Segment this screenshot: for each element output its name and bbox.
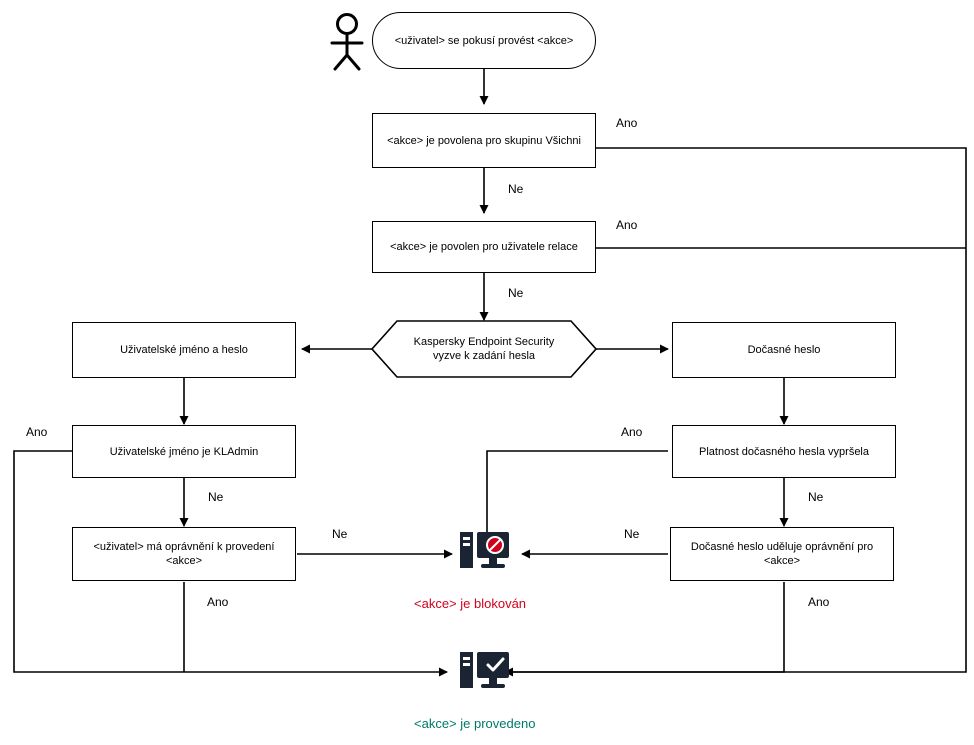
edge-label-yes-allowed-session: Ano — [616, 218, 638, 232]
node-allowed-for-session-user-label: <akce> je povolen pro uživatele relace — [390, 241, 578, 253]
edge-label-no-user-rights: Ne — [332, 527, 348, 541]
monitor-blocked-icon — [455, 528, 515, 580]
node-user-has-permission: <uživatel> má oprávnění k provedení <akc… — [72, 527, 296, 581]
edge-label-no-temp-expired: Ne — [808, 490, 824, 504]
node-password-prompt: Kaspersky Endpoint Security vyzve k zadá… — [371, 320, 597, 378]
caption-action-blocked: <akce> je blokován — [414, 596, 527, 611]
edge-label-yes-kladmin: Ano — [26, 425, 48, 439]
node-username-and-password: Uživatelské jméno a heslo — [72, 322, 296, 378]
node-temporary-password-grants-permission: Dočasné heslo uděluje oprávnění pro <akc… — [670, 527, 894, 581]
node-user-has-permission-label: <uživatel> má oprávnění k provedení <akc… — [93, 541, 275, 567]
node-start-label: <uživatel> se pokusí provést <akce> — [394, 34, 574, 47]
node-password-prompt-label: Kaspersky Endpoint Security vyzve k zadá… — [413, 336, 555, 362]
edge-label-yes-user-rights: Ano — [207, 595, 229, 609]
caption-action-performed: <akce> je provedeno — [414, 716, 536, 731]
node-start: <uživatel> se pokusí provést <akce> — [372, 12, 596, 69]
node-username-is-kladmin: Uživatelské jméno je KLAdmin — [72, 425, 296, 478]
node-temporary-password: Dočasné heslo — [672, 322, 896, 378]
node-username-and-password-label: Uživatelské jméno a heslo — [120, 344, 248, 356]
node-allowed-for-all-group: <akce> je povolena pro skupinu Všichni — [372, 113, 596, 168]
monitor-check-icon — [455, 648, 515, 700]
node-temporary-password-grants-permission-label: Dočasné heslo uděluje oprávnění pro <akc… — [690, 541, 874, 567]
edge-label-no-allowed-all: Ne — [508, 182, 524, 196]
edge-label-yes-temp-expired: Ano — [621, 425, 643, 439]
node-temporary-password-expired-label: Platnost dočasného hesla vypršela — [699, 445, 869, 458]
person-icon — [325, 12, 369, 72]
edge-label-yes-temp-grants: Ano — [808, 595, 830, 609]
edge-label-yes-allowed-all: Ano — [616, 116, 638, 130]
node-temporary-password-expired: Platnost dočasného hesla vypršela — [672, 425, 896, 478]
edge-label-no-temp-grants: Ne — [624, 527, 640, 541]
node-temporary-password-label: Dočasné heslo — [747, 344, 821, 356]
edge-label-no-kladmin: Ne — [208, 490, 224, 504]
node-username-is-kladmin-label: Uživatelské jméno je KLAdmin — [109, 445, 259, 458]
node-allowed-for-session-user: <akce> je povolen pro uživatele relace — [372, 221, 596, 273]
node-allowed-for-all-group-label: <akce> je povolena pro skupinu Všichni — [387, 134, 581, 147]
edge-label-no-allowed-session: Ne — [508, 286, 524, 300]
